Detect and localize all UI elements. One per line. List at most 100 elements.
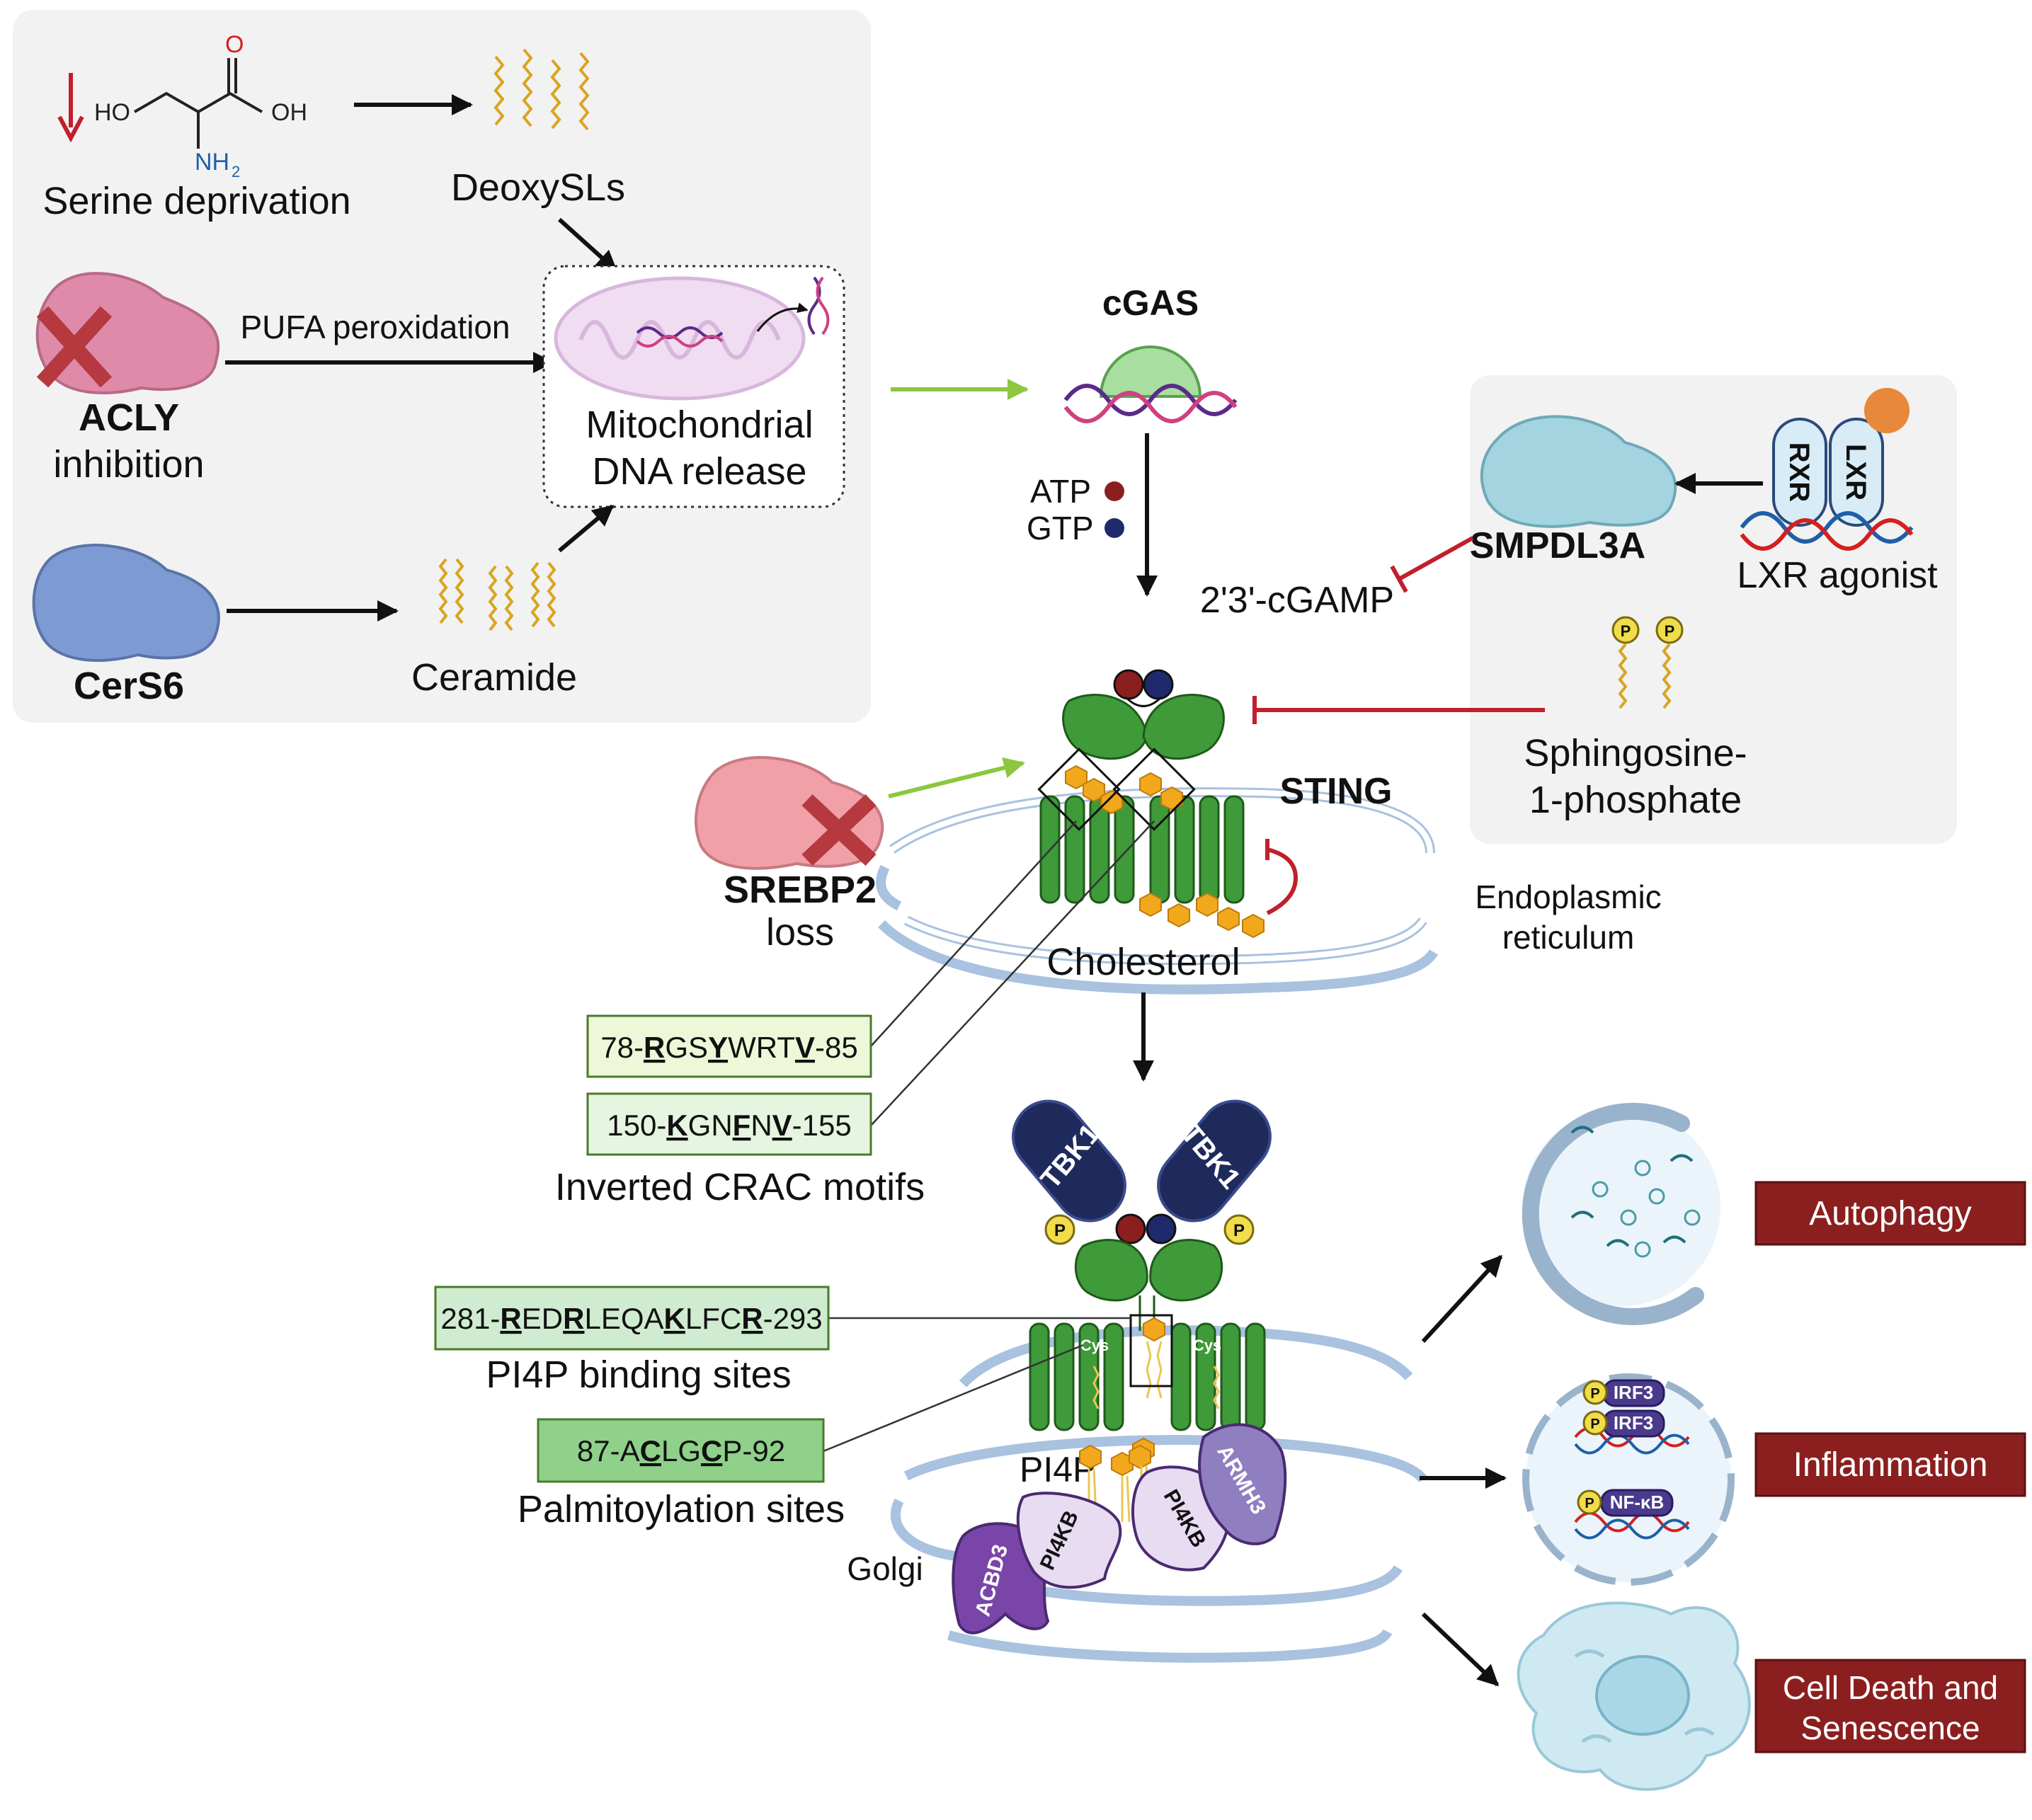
atp-dot-icon <box>1105 481 1124 501</box>
crac-motif-box-1 <box>586 1014 872 1078</box>
cell-death-line1: Cell Death and <box>1783 1669 1998 1706</box>
pi4kb-left-icon <box>1016 1492 1122 1589</box>
serine-nh-sub: 2 <box>232 163 240 181</box>
serine-ho: HO <box>94 99 130 126</box>
s1p-icon <box>1611 616 1684 709</box>
deoxysls-label: DeoxySLs <box>451 166 625 209</box>
irf3-label-1: IRF3 <box>1614 1382 1653 1403</box>
autophagy-box <box>1754 1181 2026 1246</box>
serine-label: Serine deprivation <box>42 180 350 222</box>
er-line2: reticulum <box>1502 919 1635 956</box>
serine-oh: OH <box>271 99 307 126</box>
inflammation-label: Inflammation <box>1793 1446 1988 1484</box>
serine-nh: NH <box>195 149 229 176</box>
sting-protein-icon <box>1039 669 1245 904</box>
crac-motif-1: 78-RGSYWRTV-85 <box>600 1031 857 1064</box>
tbk1-p-right-icon <box>1223 1214 1255 1245</box>
smpdl3a-protein-icon <box>1480 415 1677 528</box>
irf3-label-2: IRF3 <box>1614 1412 1653 1433</box>
crac-motif-2: 150-KGNFNV-155 <box>607 1109 851 1142</box>
tbk1-p-left-icon <box>1044 1214 1075 1245</box>
lxr-agonist-label: LXR agonist <box>1737 555 1938 596</box>
cgamp-label: 2'3'-cGAMP <box>1200 580 1394 621</box>
crac-label: Inverted CRAC motifs <box>555 1166 925 1208</box>
inflammation-box <box>1754 1432 2026 1497</box>
arrow-to-cell-death <box>1421 1612 1500 1687</box>
s1p-line2: 1-phosphate <box>1529 779 1742 821</box>
cers6-protein-icon <box>32 544 220 662</box>
deoxysl-lipids-icon <box>493 48 590 131</box>
cys-right: Cys <box>1193 1337 1221 1354</box>
nfkb-p: P <box>1585 1496 1594 1511</box>
pi4p-site-box <box>434 1286 830 1351</box>
serine-structure-icon <box>133 58 263 149</box>
pi4p-site-highlight <box>1129 1314 1173 1387</box>
cgas-icon <box>1063 345 1238 423</box>
ceramide-label: Ceramide <box>411 656 577 699</box>
palm-site-leader <box>823 1344 1084 1453</box>
tbk1-p-right: P <box>1233 1221 1245 1240</box>
crac-leader-1 <box>870 820 1077 1047</box>
lxr-label: LXR <box>1840 444 1871 500</box>
atp-label: ATP <box>1030 473 1091 510</box>
mito-line1: Mitochondrial <box>586 404 813 446</box>
arrow-to-autophagy <box>1421 1254 1503 1344</box>
inhibit-smpdl3a-to-cgamp <box>1390 536 1474 593</box>
cell-death-box <box>1754 1659 2026 1753</box>
acly-name: ACLY <box>79 396 179 439</box>
palm-site-box <box>537 1418 825 1483</box>
s1p-line1: Sphingosine- <box>1524 732 1747 774</box>
pi4p-lipids-icon <box>1079 1437 1155 1523</box>
rxr-lxr-dimer-icon <box>1740 388 1914 551</box>
sting-golgi-icon <box>1029 1213 1266 1431</box>
s1p-p1: P <box>1621 622 1631 640</box>
nucleus-inflammation-icon <box>1522 1373 1735 1586</box>
acly-inhibition: inhibition <box>53 443 204 486</box>
gtp-label: GTP <box>1027 510 1094 546</box>
acly-protein-icon <box>35 272 220 394</box>
armh3-protein-icon <box>1198 1423 1287 1545</box>
srebp2-name: SREBP2 <box>724 869 877 911</box>
pufa-label: PUFA peroxidation <box>240 309 510 345</box>
crac-highlight-box-2 <box>1112 748 1196 831</box>
mitochondrion-icon <box>554 276 830 401</box>
sting-name: STING <box>1280 771 1393 812</box>
golgi-label: Golgi <box>847 1550 923 1587</box>
tbk1-dimer-icon <box>1012 1099 1272 1223</box>
autophagy-label: Autophagy <box>1809 1195 1972 1232</box>
nfkb-label: NF-κB <box>1610 1492 1665 1513</box>
crac-leader-2 <box>870 820 1155 1126</box>
ceramide-lipids-icon <box>438 558 556 631</box>
arrow-ceramide-to-mito <box>558 504 615 553</box>
er-line1: Endoplasmic <box>1475 878 1661 915</box>
arrow-deoxysls-to-mito <box>557 217 618 273</box>
s1p-p2: P <box>1665 622 1675 640</box>
srebp2-protein-icon <box>695 756 884 870</box>
crac-highlight-box-1 <box>1037 748 1121 831</box>
down-arrowhead-icon <box>57 115 84 143</box>
cys-left: Cys <box>1080 1337 1109 1354</box>
dying-cell-icon <box>1517 1601 1751 1791</box>
inhibit-s1p-to-sting <box>1252 696 1545 724</box>
mito-line2: DNA release <box>592 450 806 493</box>
autophagosome-icon <box>1522 1102 1720 1325</box>
tbk1-p-left: P <box>1054 1221 1066 1240</box>
irf3-p-2: P <box>1590 1416 1599 1432</box>
cell-death-line2: Senescence <box>1800 1710 1980 1746</box>
smpdl3a-name: SMPDL3A <box>1470 525 1645 566</box>
srebp2-loss: loss <box>766 911 834 954</box>
cers6-name: CerS6 <box>74 665 184 707</box>
inhibit-cholesterol-to-sting <box>1265 839 1298 915</box>
serine-deprivation-group: HO O OH NH 2 Serine deprivation <box>42 31 350 222</box>
er-membrane-inner-icon <box>890 789 1433 963</box>
serine-o: O <box>225 31 244 58</box>
cgas-name: cGAS <box>1102 283 1199 323</box>
irf3-p-1: P <box>1590 1386 1599 1402</box>
pi4p-site-label: PI4P binding sites <box>486 1353 791 1396</box>
rxr-label: RXR <box>1783 442 1815 503</box>
cholesterol-label: Cholesterol <box>1046 941 1240 983</box>
gtp-dot-icon <box>1105 518 1124 538</box>
pi4p-site-sequence: 281-REDRLEQAKLFCR-293 <box>440 1302 822 1335</box>
crac-motif-box-2 <box>586 1092 872 1156</box>
